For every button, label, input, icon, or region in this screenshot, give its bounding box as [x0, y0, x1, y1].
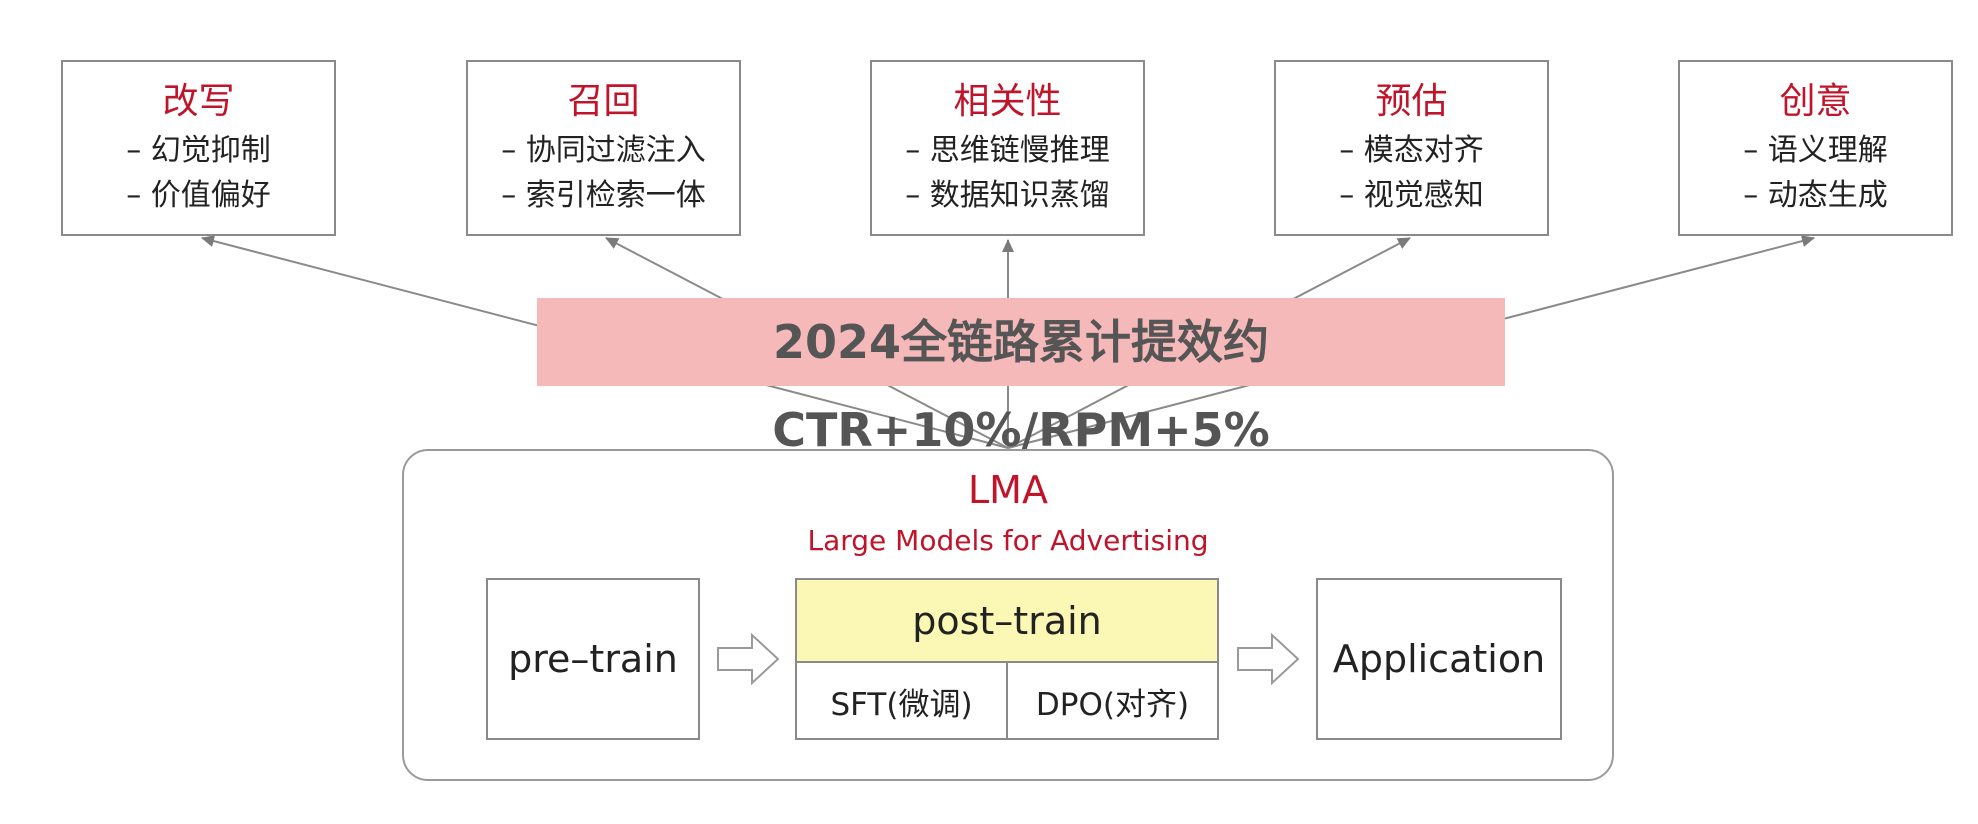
posttrain-methods: SFT(微调) DPO(对齐): [797, 663, 1217, 740]
posttrain-header: post–train: [797, 580, 1217, 663]
efficiency-banner: 2024全链路累计提效约 CTR+10%/RPM+5%: [537, 298, 1505, 457]
dpo-cell: DPO(对齐): [1006, 663, 1217, 740]
capability-rewrite: 改写 – 幻觉抑制 – 价值偏好: [61, 60, 336, 236]
capability-relevance: 相关性 – 思维链慢推理 – 数据知识蒸馏: [870, 60, 1145, 236]
stage-posttrain: post–train SFT(微调) DPO(对齐): [795, 578, 1219, 740]
lma-subtitle: Large Models for Advertising: [807, 524, 1209, 557]
lma-title: LMA: [968, 468, 1048, 512]
capability-title: 相关性: [953, 81, 1062, 122]
capability-item: – 数据知识蒸馏: [905, 178, 1110, 213]
stage-pretrain: pre–train: [486, 578, 700, 740]
capability-item: – 幻觉抑制: [126, 133, 271, 168]
capability-item: – 语义理解: [1743, 133, 1888, 168]
capability-creative: 创意 – 语义理解 – 动态生成: [1678, 60, 1953, 236]
sft-cell: SFT(微调): [830, 687, 973, 723]
capability-item: – 模态对齐: [1339, 133, 1484, 168]
capability-item: – 索引检索一体: [501, 178, 706, 213]
capability-title: 改写: [162, 81, 235, 122]
capability-item: – 协同过滤注入: [501, 133, 706, 168]
hollow-arrow-icon: [1237, 632, 1300, 686]
capability-title: 创意: [1779, 81, 1852, 122]
capability-item: – 视觉感知: [1339, 178, 1484, 213]
capability-item: – 价值偏好: [126, 178, 271, 213]
capability-item: – 思维链慢推理: [905, 133, 1110, 168]
hollow-arrow-icon: [717, 632, 780, 686]
capability-item: – 动态生成: [1743, 178, 1888, 213]
stage-application: Application: [1316, 578, 1562, 740]
capability-title: 召回: [567, 81, 640, 122]
capability-recall: 召回 – 协同过滤注入 – 索引检索一体: [466, 60, 741, 236]
capability-title: 预估: [1375, 81, 1448, 122]
capability-estimate: 预估 – 模态对齐 – 视觉感知: [1274, 60, 1549, 236]
